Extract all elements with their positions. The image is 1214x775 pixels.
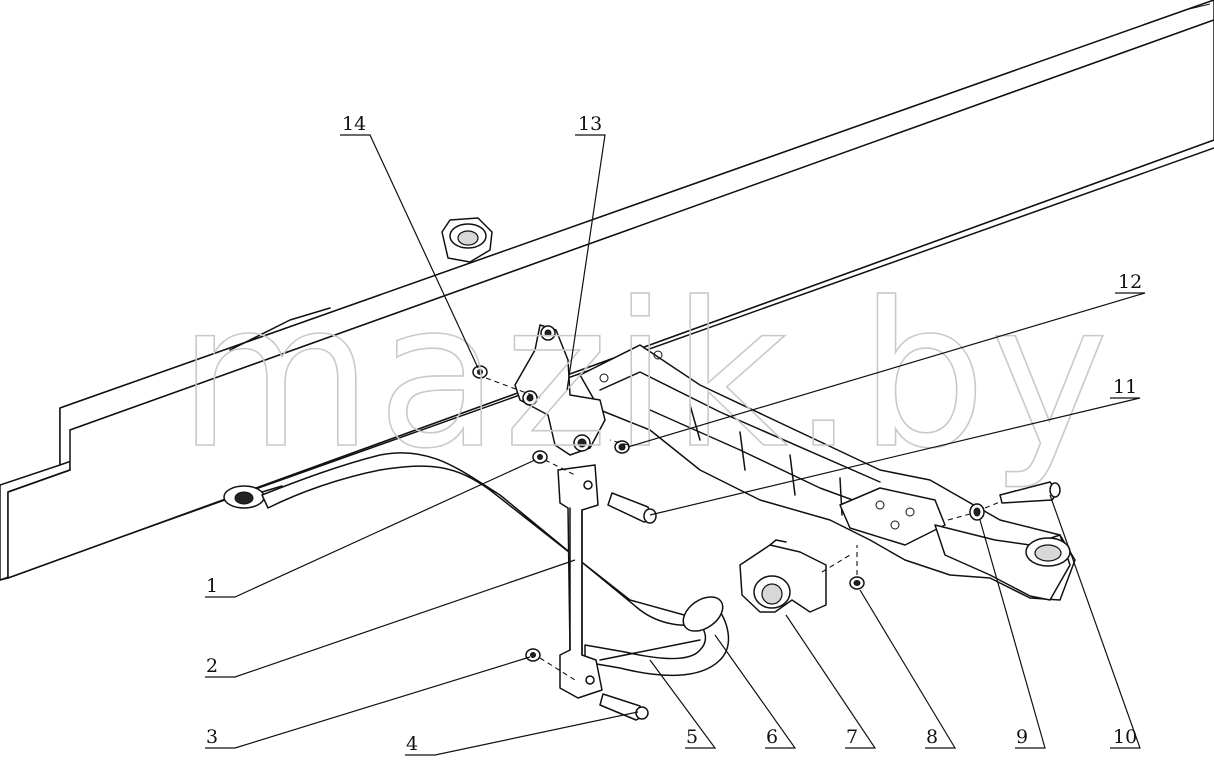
watermark: mazik.by xyxy=(178,260,1113,493)
bolt-4 xyxy=(599,693,649,721)
callout-10: 10 xyxy=(1113,726,1137,748)
callout-5: 5 xyxy=(686,726,698,748)
nut-3 xyxy=(525,648,541,662)
callout-3: 3 xyxy=(206,726,218,748)
nut-14 xyxy=(472,365,488,379)
callout-14: 14 xyxy=(342,113,366,135)
callout-9: 9 xyxy=(1016,726,1028,748)
callout-4: 4 xyxy=(406,733,418,755)
callouts: 1 2 3 4 5 6 7 8 9 10 11 12 13 14 xyxy=(206,113,1142,755)
callout-6: 6 xyxy=(766,726,778,748)
assembly-axes xyxy=(485,377,1001,681)
spring-bracket xyxy=(441,217,493,263)
callout-8: 8 xyxy=(926,726,938,748)
callout-2: 2 xyxy=(206,655,218,677)
stabilizer-link xyxy=(557,464,603,699)
stabilizer-bar xyxy=(261,452,730,677)
washer-8 xyxy=(849,576,865,590)
callout-7: 7 xyxy=(846,726,858,748)
callout-12: 12 xyxy=(1118,271,1142,293)
bolt-11 xyxy=(607,492,657,524)
washer-9 xyxy=(969,503,985,521)
callout-11: 11 xyxy=(1113,376,1137,398)
leader-lines xyxy=(205,134,1146,756)
link-upper-bracket xyxy=(514,324,606,456)
bolt-10 xyxy=(999,481,1061,504)
stabilizer-clamp xyxy=(739,539,827,613)
callout-13: 13 xyxy=(578,113,602,135)
callout-1: 1 xyxy=(206,575,218,597)
nut-1 xyxy=(532,450,548,464)
rear-bushing xyxy=(223,485,283,509)
